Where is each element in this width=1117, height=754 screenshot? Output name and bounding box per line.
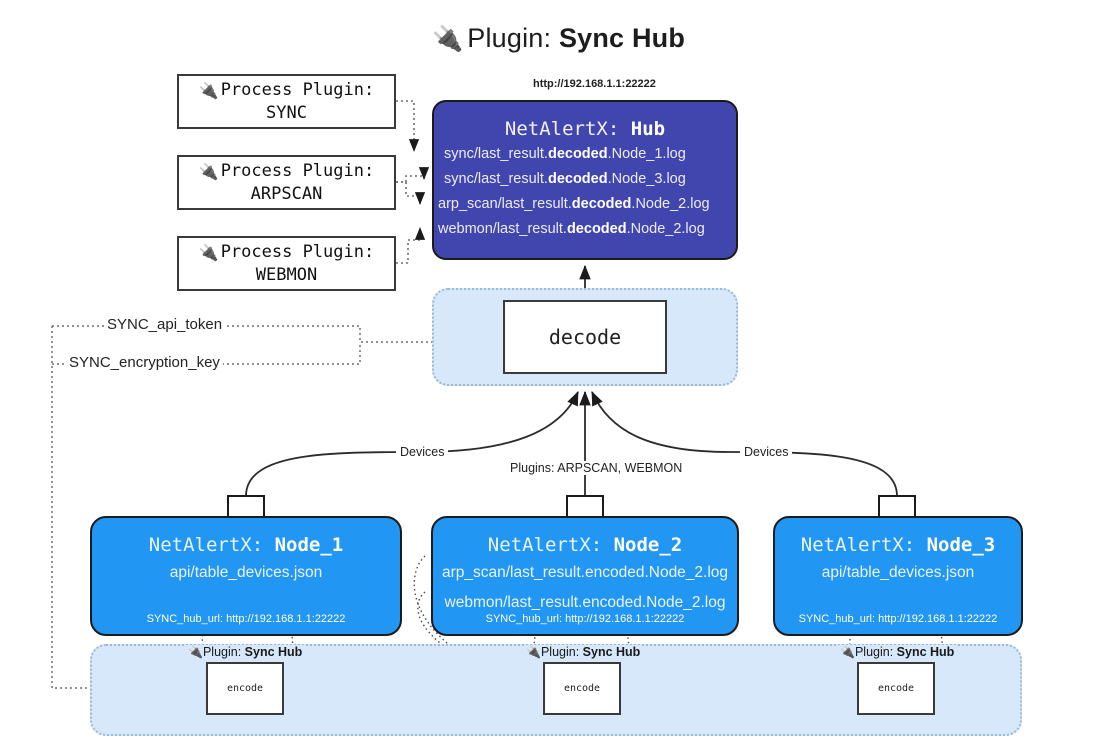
process-plugin-name: ARPSCAN	[250, 183, 323, 204]
sync-api-token-label: SYNC_api_token	[104, 316, 226, 333]
process-plugin-heading: Process Plugin:	[220, 241, 375, 262]
node-title-prefix: NetAlertX:	[148, 534, 264, 556]
encode-box-node-3[interactable]: encode	[857, 662, 935, 715]
node-resource-line: api/table_devices.json	[821, 564, 975, 581]
encoder-plugin-label: 🔌Plugin: Sync Hub	[838, 645, 957, 659]
electric-plug-icon: 🔌	[526, 645, 541, 659]
electric-plug-icon: 🔌	[840, 645, 855, 659]
encode-box-node-2[interactable]: encode	[543, 662, 621, 715]
node-hub-url: SYNC_hub_url: http://192.168.1.1:22222	[485, 613, 685, 625]
node-card-node-2[interactable]: NetAlertX: Node_2 arp_scan/last_result.e…	[431, 516, 739, 636]
encoder-plugin-label: 🔌Plugin: Sync Hub	[524, 645, 643, 659]
edge-label-right-devices: Devices	[740, 445, 793, 459]
encode-box-node-1[interactable]: encode	[206, 662, 284, 715]
hub-log-line: sync/last_result.decoded.Node_1.log	[444, 146, 686, 162]
hub-url-label: http://192.168.1.1:22222	[533, 78, 656, 90]
encode-label: encode	[226, 683, 264, 694]
page-title-prefix: Plugin:	[467, 23, 552, 53]
node-resource-line: webmon/last_result.encoded.Node_2.log	[444, 594, 726, 611]
hub-log-line: webmon/last_result.decoded.Node_2.log	[438, 221, 705, 237]
node-hub-url: SYNC_hub_url: http://192.168.1.1:22222	[146, 613, 346, 625]
node-title-prefix: NetAlertX:	[487, 534, 603, 556]
electric-plug-icon: 🔌	[198, 242, 219, 262]
node-title: NetAlertX: Node_1	[92, 532, 400, 558]
hub-log-line: arp_scan/last_result.decoded.Node_2.log	[438, 196, 710, 212]
node-title-name: Node_2	[613, 534, 683, 556]
node-resource-line: arp_scan/last_result.encoded.Node_2.log	[441, 564, 729, 581]
encoder-plugin-label: 🔌Plugin: Sync Hub	[186, 645, 305, 659]
process-plugin-name: SYNC	[266, 102, 307, 123]
encode-label: encode	[877, 683, 915, 694]
electric-plug-icon: 🔌	[198, 80, 219, 100]
electric-plug-icon: 🔌	[188, 645, 203, 659]
page-title-name: Sync Hub	[558, 23, 686, 53]
page-title: 🔌Plugin: Sync Hub	[0, 16, 1117, 61]
process-plugin-heading: Process Plugin:	[220, 160, 375, 181]
decode-box[interactable]: decode	[503, 300, 667, 374]
node-resource-line: api/table_devices.json	[169, 564, 323, 581]
node-title-name: Node_1	[274, 534, 344, 556]
hub-log-line: sync/last_result.decoded.Node_3.log	[444, 171, 686, 187]
node-hub-url: SYNC_hub_url: http://192.168.1.1:22222	[798, 613, 998, 625]
node-title: NetAlertX: Node_3	[775, 532, 1021, 558]
decode-label: decode	[548, 325, 622, 349]
electric-plug-icon: 🔌	[198, 161, 219, 181]
edge-label-center-plugins: Plugins: ARPSCAN, WEBMON	[506, 461, 687, 475]
node-card-node-1[interactable]: NetAlertX: Node_1 api/table_devices.json…	[90, 516, 402, 636]
process-plugin-sync-box[interactable]: 🔌Process Plugin: SYNC	[177, 74, 396, 129]
node-card-node-3[interactable]: NetAlertX: Node_3 api/table_devices.json…	[773, 516, 1023, 636]
electric-plug-icon: 🔌	[431, 25, 464, 53]
process-plugin-arpscan-box[interactable]: 🔌Process Plugin: ARPSCAN	[177, 155, 396, 210]
node-title-prefix: NetAlertX:	[800, 534, 916, 556]
process-plugin-name: WEBMON	[255, 264, 318, 285]
node-title: NetAlertX: Node_2	[433, 532, 737, 558]
hub-node[interactable]: NetAlertX: Hub sync/last_result.decoded.…	[432, 100, 738, 260]
hub-title: NetAlertX: Hub	[434, 116, 736, 142]
process-plugin-webmon-box[interactable]: 🔌Process Plugin: WEBMON	[177, 236, 396, 291]
hub-title-name: Hub	[630, 118, 666, 140]
process-plugin-heading: Process Plugin:	[220, 79, 375, 100]
hub-title-prefix: NetAlertX:	[504, 118, 620, 140]
sync-encryption-key-label: SYNC_encryption_key	[66, 354, 223, 371]
node-title-name: Node_3	[926, 534, 996, 556]
edge-label-left-devices: Devices	[396, 445, 449, 459]
encode-label: encode	[563, 683, 601, 694]
